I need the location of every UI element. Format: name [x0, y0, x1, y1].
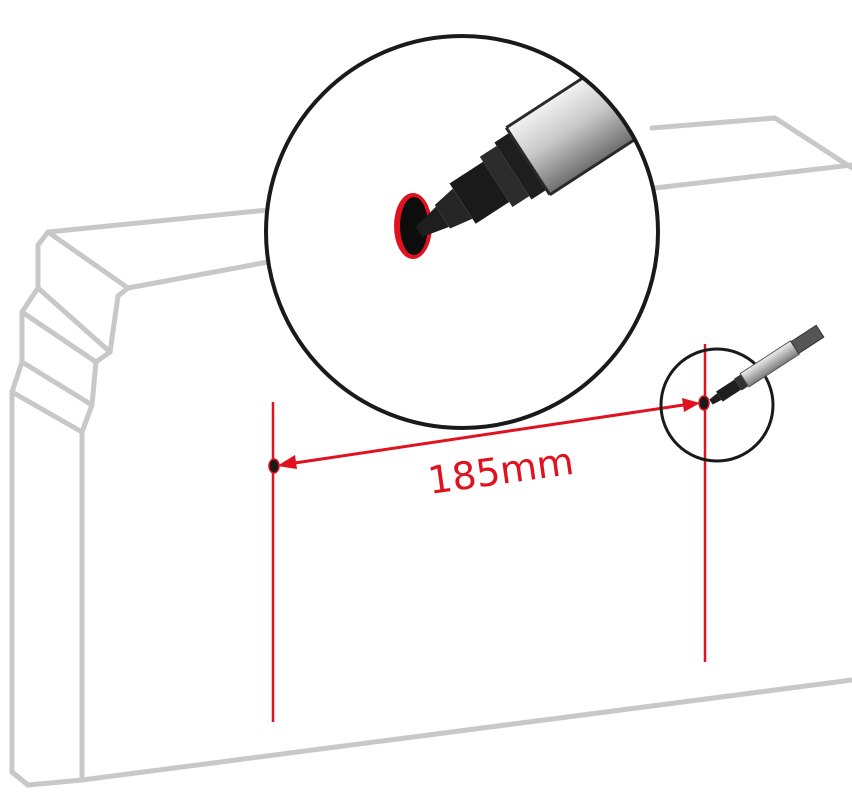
wall-moulding-step-3 — [19, 359, 95, 408]
wall-left-profile-inner — [45, 229, 131, 783]
wall-left-profile-outer — [9, 229, 51, 788]
wall-outline — [9, 115, 852, 788]
dimension-arrow-left — [277, 455, 297, 469]
distance-label: 185mm — [425, 439, 576, 503]
large-magnifier-ring — [264, 34, 660, 430]
dimension-line — [287, 402, 691, 466]
wall-moulding-step-1 — [35, 285, 113, 355]
wall-top-front-edge-right — [652, 162, 852, 191]
drill-mark-left-icon — [268, 458, 280, 474]
dimension-arrow-right — [682, 398, 700, 412]
drill-mark-right-icon — [698, 395, 710, 411]
wall-top-front-edge — [125, 259, 271, 291]
wall-moulding-step-4 — [9, 389, 85, 435]
wall-bottom-edge — [25, 677, 852, 788]
wall-top-back-edge — [45, 207, 271, 235]
small-magnifier — [659, 324, 825, 463]
small-marker-pen-icon — [709, 324, 825, 405]
wall-top-back-edge-right — [649, 115, 852, 171]
large-magnifier — [264, 34, 660, 430]
wall-moulding-step-2 — [19, 309, 99, 365]
magnified-drill-mark-icon — [394, 193, 432, 259]
small-magnifier-ring — [659, 347, 775, 463]
wall-bottom-left-cap — [9, 769, 31, 788]
